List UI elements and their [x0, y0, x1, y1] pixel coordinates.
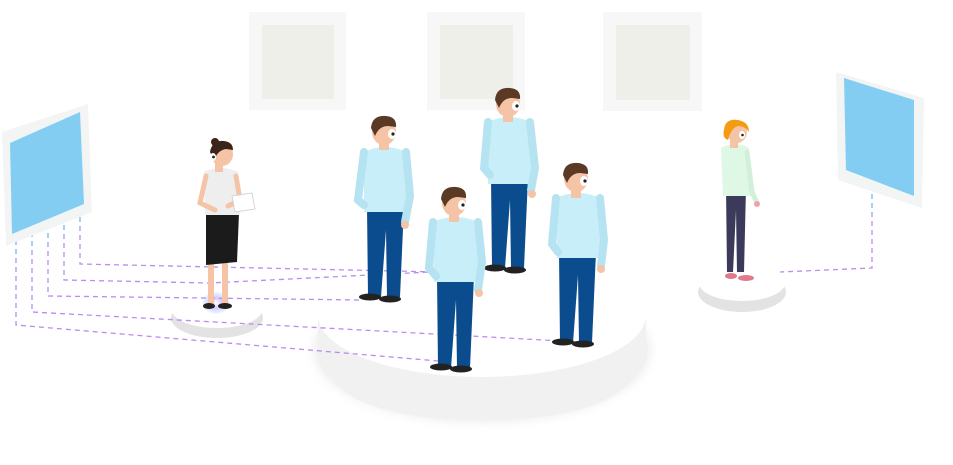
- wall-panel-1: [249, 12, 346, 110]
- person-woman-presenter: [197, 138, 256, 309]
- wall-panel-2: [427, 12, 525, 110]
- person-man-3: [424, 186, 487, 373]
- wall-panel-3: [603, 12, 702, 111]
- person-man-2: [479, 87, 540, 274]
- connection-line-right: [779, 185, 873, 273]
- person-woman-right: [721, 119, 760, 281]
- connection-lines-left: [15, 208, 581, 363]
- person-man-4: [547, 162, 609, 348]
- person-man-1: [353, 115, 415, 303]
- monitor-icon: [836, 72, 924, 208]
- monitor-icon: [2, 104, 92, 246]
- right-platform: [698, 265, 786, 312]
